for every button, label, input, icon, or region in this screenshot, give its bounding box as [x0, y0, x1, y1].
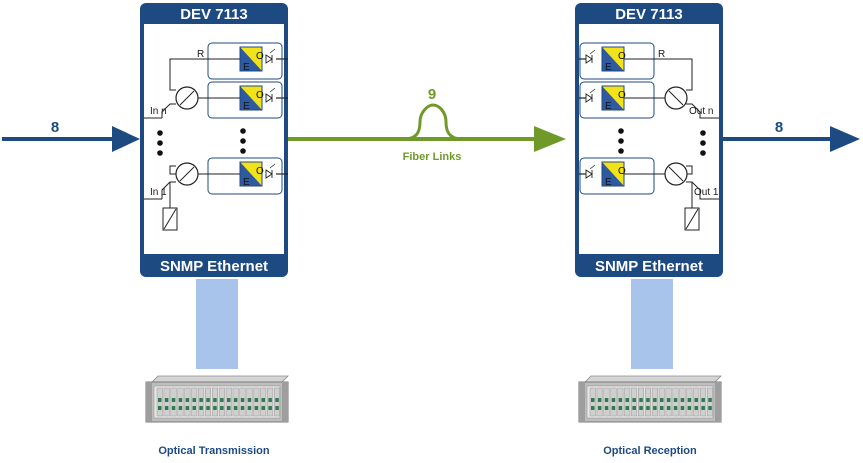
fiber-link	[288, 103, 566, 152]
receiver-rack-image	[578, 375, 722, 423]
optical-switch-icon	[175, 86, 199, 110]
module-letter-e: E	[605, 177, 612, 188]
fiber-loop-icon	[404, 103, 463, 141]
module-letter-e: E	[243, 62, 250, 73]
management-link-transmitter	[196, 279, 238, 369]
power-module-icon	[162, 207, 178, 231]
laser-diode-icon	[265, 87, 276, 103]
transmitter-module-1: O E	[207, 42, 288, 80]
transmitter-footer: SNMP Ethernet	[160, 258, 268, 275]
module-letter-o: O	[256, 51, 264, 62]
module-letter-e: E	[605, 101, 612, 112]
transmitter-caption: Optical Transmission	[158, 445, 270, 457]
ellipsis-dots-icon	[157, 128, 246, 156]
input-flow-count: 8	[51, 119, 59, 136]
transmitter-label-in-1: In 1	[150, 187, 167, 198]
optical-switch-icon	[664, 162, 688, 186]
transmitter-device: DEV 7113 SNMP Ethernet O E O E	[140, 3, 288, 277]
output-flow-count: 8	[775, 119, 783, 136]
receiver-footer: SNMP Ethernet	[595, 258, 703, 275]
module-letter-e: E	[243, 101, 250, 112]
receiver-label-out-1: Out 1	[694, 187, 719, 198]
fiber-count: 9	[428, 86, 436, 103]
transmitter-module-2: O E	[207, 81, 288, 119]
receiver-device: DEV 7113 SNMP Ethernet O E O E	[575, 3, 723, 277]
receiver-caption: Optical Reception	[603, 445, 697, 457]
module-letter-e: E	[243, 177, 250, 188]
module-letter-o: O	[618, 166, 626, 177]
module-letter-o: O	[618, 90, 626, 101]
transmitter-label-in-n: In n	[150, 106, 167, 117]
transmitter-module-n: O E	[207, 157, 288, 195]
optical-switch-icon	[175, 162, 199, 186]
receiver-label-r: R	[658, 49, 665, 60]
transmitter-label-r: R	[197, 49, 204, 60]
receiver-title: DEV 7113	[615, 6, 683, 23]
input-flow-arrow	[2, 126, 140, 152]
transmitter-rack-image	[145, 375, 289, 423]
management-link-receiver	[631, 279, 673, 369]
receiver-module-1: O E	[579, 42, 655, 80]
receiver-module-n: O E	[579, 157, 665, 195]
power-module-icon	[684, 207, 700, 231]
laser-diode-icon	[265, 48, 276, 64]
fiber-label: Fiber Links	[403, 151, 462, 163]
laser-diode-icon	[265, 163, 276, 179]
receiver-label-out-n: Out n	[689, 106, 713, 117]
optical-switch-icon	[664, 86, 688, 110]
receiver-module-2: O E	[579, 81, 665, 119]
module-letter-o: O	[256, 90, 264, 101]
transmitter-title: DEV 7113	[180, 6, 248, 23]
module-letter-e: E	[605, 62, 612, 73]
output-flow-arrow	[723, 126, 860, 152]
module-letter-o: O	[256, 166, 264, 177]
module-letter-o: O	[618, 51, 626, 62]
ellipsis-dots-icon	[618, 128, 706, 156]
